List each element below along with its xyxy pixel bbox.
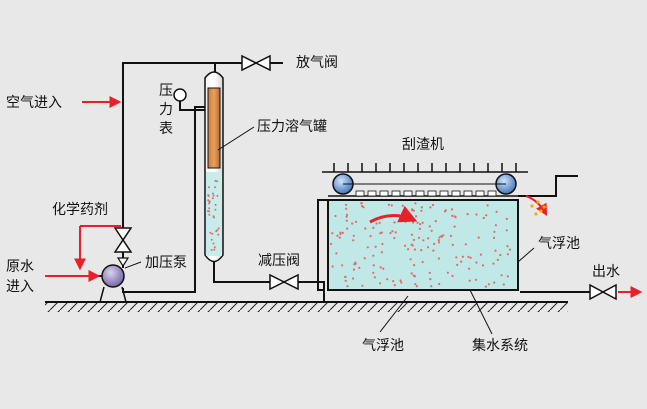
label-pressure-tank: 压力溶气罐	[257, 119, 327, 135]
pressure-gauge-icon	[173, 88, 187, 102]
label-raw-water-1: 原水	[6, 259, 34, 275]
pump-icon[interactable]	[101, 264, 125, 288]
tank-bubbles	[207, 179, 220, 251]
label-pump: 加压泵	[145, 255, 187, 271]
scum-dots	[530, 200, 546, 216]
scum-arrow-icon	[525, 195, 548, 217]
scraper-teeth	[333, 163, 517, 172]
flotation-tank	[317, 195, 519, 291]
label-air-inlet: 空气进入	[6, 95, 62, 111]
vent-valve-icon[interactable]	[241, 54, 271, 72]
pressure-pump[interactable]	[99, 257, 130, 303]
label-flotation-bottom: 气浮池	[362, 338, 404, 354]
gauge-stem	[179, 100, 205, 111]
label-gauge-1: 压	[159, 83, 173, 99]
scraper-blades	[355, 190, 497, 197]
label-collection: 集水系统	[472, 337, 528, 354]
ground	[45, 301, 568, 312]
pressure-tank	[204, 71, 224, 263]
flow-arrow-icon	[369, 205, 418, 224]
label-flotation-right: 气浮池	[538, 236, 580, 252]
label-scraper: 刮渣机	[402, 137, 444, 153]
leader-lines	[124, 126, 535, 335]
label-gauge-3: 表	[159, 121, 173, 137]
chemical-valve-icon[interactable]	[113, 227, 133, 253]
label-reducing-valve: 减压阀	[258, 253, 300, 269]
label-outlet: 出水	[592, 264, 620, 280]
labels: 放气阀 空气进入 压 力 表 压力溶气罐 刮渣机 化学药剂 加压泵 原水 进入 …	[6, 55, 620, 354]
label-raw-water-2: 进入	[6, 279, 34, 295]
flow-arrows	[45, 96, 643, 298]
outlet-valve-icon[interactable]	[589, 283, 617, 301]
label-vent-valve: 放气阀	[296, 55, 338, 71]
overflow-weir	[518, 175, 578, 197]
label-gauge-2: 力	[159, 102, 173, 118]
scraper	[322, 163, 528, 197]
air-pipe	[122, 62, 216, 240]
reducing-valve-icon[interactable]	[269, 273, 299, 291]
label-chemical: 化学药剂	[52, 202, 108, 218]
tank-outlet-pipe	[213, 262, 325, 302]
